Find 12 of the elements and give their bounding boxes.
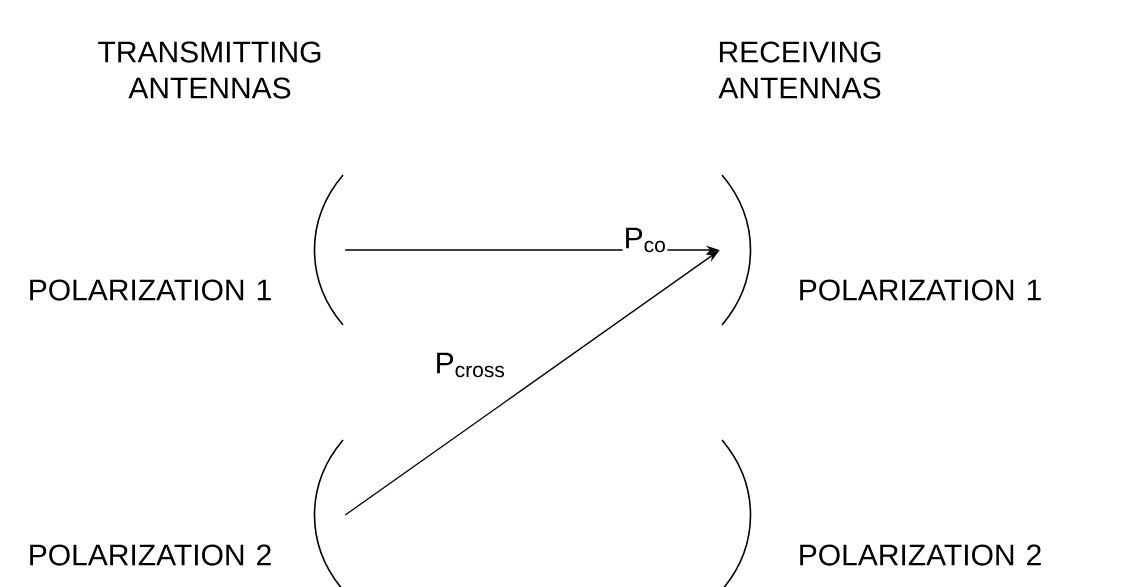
column-heading: TRANSMITTING ANTENNAS [98, 41, 321, 99]
polarization-label: POLARIZATION 1 [30, 279, 271, 301]
antenna-arc [313, 174, 344, 326]
polarization-label: POLARIZATION 1 [800, 279, 1041, 301]
column-heading: RECEIVING ANTENNAS [718, 41, 881, 99]
edge-label: P$_{cross}$ [433, 351, 507, 379]
antenna-arc [313, 439, 344, 587]
antenna-arc [721, 439, 752, 587]
polarization-label: POLARIZATION 2 [800, 544, 1041, 566]
edge-label: P$_{co}$ [622, 226, 668, 254]
antenna-arc [721, 174, 752, 326]
polarization-label: POLARIZATION 2 [30, 544, 271, 566]
